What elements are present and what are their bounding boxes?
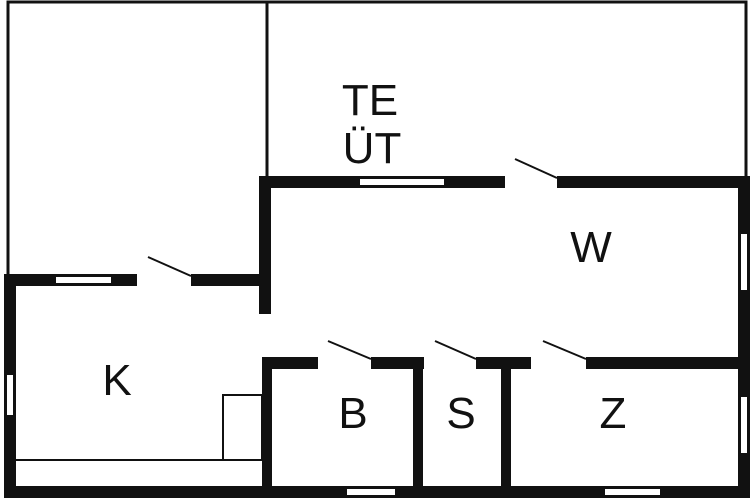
wall-storage-bedroom — [501, 357, 511, 498]
living-room-label: W — [570, 223, 612, 272]
window-bathroom-bottom — [345, 487, 397, 497]
storage-label: S — [446, 389, 475, 438]
door-opening-terrace — [505, 175, 557, 189]
door-swing-kitchen — [147, 256, 192, 277]
door-swing-terrace — [514, 158, 558, 179]
terrace-label-line1: TE — [342, 76, 398, 125]
wall-bathroom-storage — [413, 357, 423, 498]
door-openings — [137, 175, 586, 370]
wall-top-main — [259, 176, 750, 188]
door-opening-storage — [424, 356, 476, 370]
wall-bathroom-left — [262, 357, 272, 498]
window-terrace — [358, 177, 446, 187]
door-opening-bedroom — [531, 356, 586, 370]
kitchen-label: K — [102, 356, 131, 405]
window-living-right — [739, 232, 749, 292]
terrace-label-line2: ÜT — [343, 124, 402, 173]
door-swing-storage — [434, 340, 477, 360]
door-swings — [147, 158, 587, 360]
windows — [5, 177, 749, 497]
window-kitchen-top — [54, 275, 113, 285]
door-swing-bathroom — [327, 340, 372, 360]
window-bedroom-bottom — [603, 487, 662, 497]
door-swing-bedroom — [542, 340, 587, 360]
bedroom-label: Z — [600, 389, 627, 438]
window-bedroom-right — [739, 395, 749, 455]
wall-kitchen-living-divider — [259, 176, 271, 314]
door-opening-kitchen — [137, 273, 191, 287]
bathroom-label: B — [338, 389, 367, 438]
door-opening-bathroom — [318, 356, 371, 370]
window-kitchen-left — [5, 373, 15, 417]
